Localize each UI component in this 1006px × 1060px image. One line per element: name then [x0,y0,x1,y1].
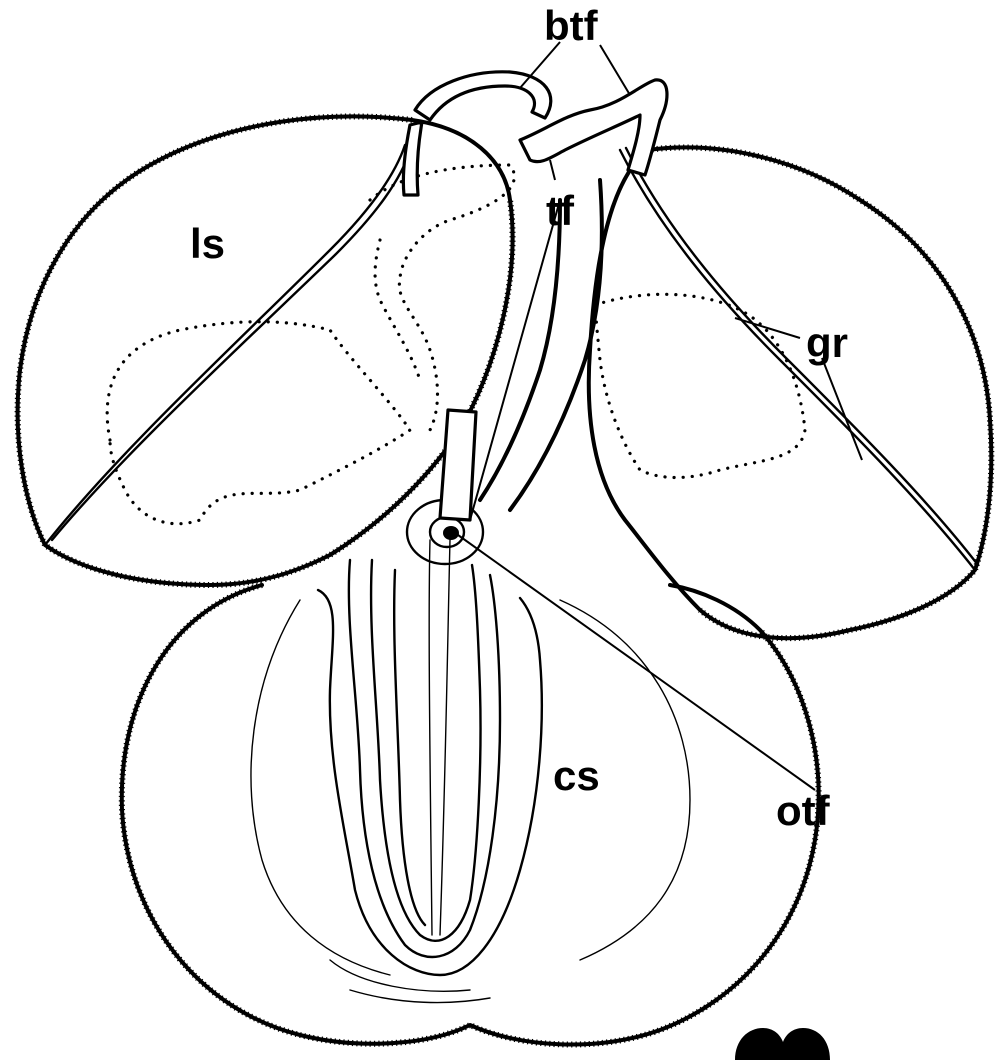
connecting-stalk [440,180,602,520]
label-tf: tf [546,187,575,234]
label-cs: cs [553,752,600,799]
label-ls: ls [190,220,225,267]
leader-lines [458,42,862,790]
right-lobe [589,147,992,638]
label-otf: otf [776,787,831,834]
label-btf: btf [544,2,599,49]
corner-emblem-icon [735,1028,830,1060]
label-gr: gr [806,319,848,366]
